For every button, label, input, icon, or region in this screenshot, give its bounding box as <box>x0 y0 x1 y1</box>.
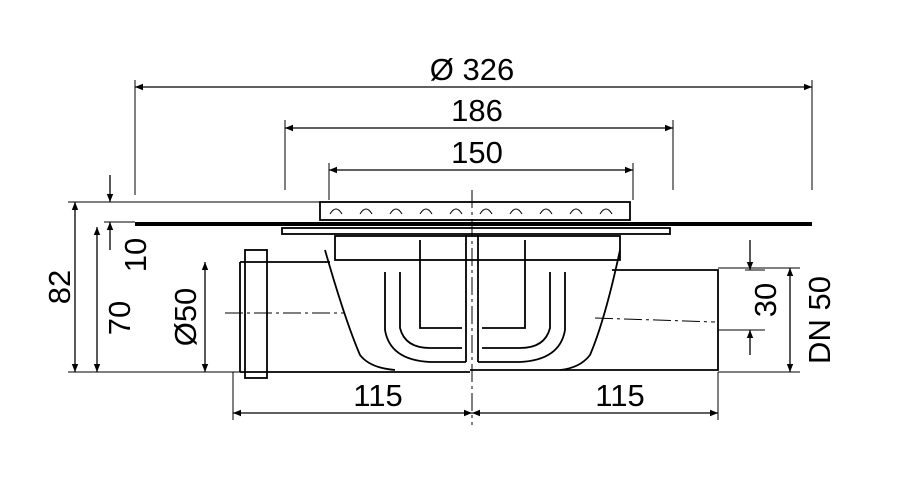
outlet-axis <box>594 317 716 323</box>
label-right-length: 115 <box>595 378 644 413</box>
grate <box>319 201 631 221</box>
dim-grate-height <box>104 175 135 250</box>
label-body-height: 70 <box>102 301 137 335</box>
inlet-socket <box>244 249 268 379</box>
dim-outlet <box>718 267 800 373</box>
label-grate-height: 10 <box>118 238 153 272</box>
dim-grate-width <box>328 163 634 200</box>
dim-lengths <box>232 372 719 420</box>
label-water-seal: 30 <box>748 283 783 317</box>
drain-body <box>135 201 812 379</box>
label-grate-width: 150 <box>451 135 503 170</box>
label-inlet-diameter: Ø50 <box>168 288 203 347</box>
label-overall-diameter: Ø 326 <box>430 52 514 87</box>
dim-overall-diameter <box>134 80 813 195</box>
label-total-height: 82 <box>42 270 77 304</box>
dim-flange-width <box>284 120 674 190</box>
label-left-length: 115 <box>353 378 402 413</box>
dim-water-seal <box>718 240 765 355</box>
label-outlet-size: DN 50 <box>802 276 837 364</box>
label-flange-width: 186 <box>451 93 503 128</box>
sealing-flange <box>135 222 812 226</box>
